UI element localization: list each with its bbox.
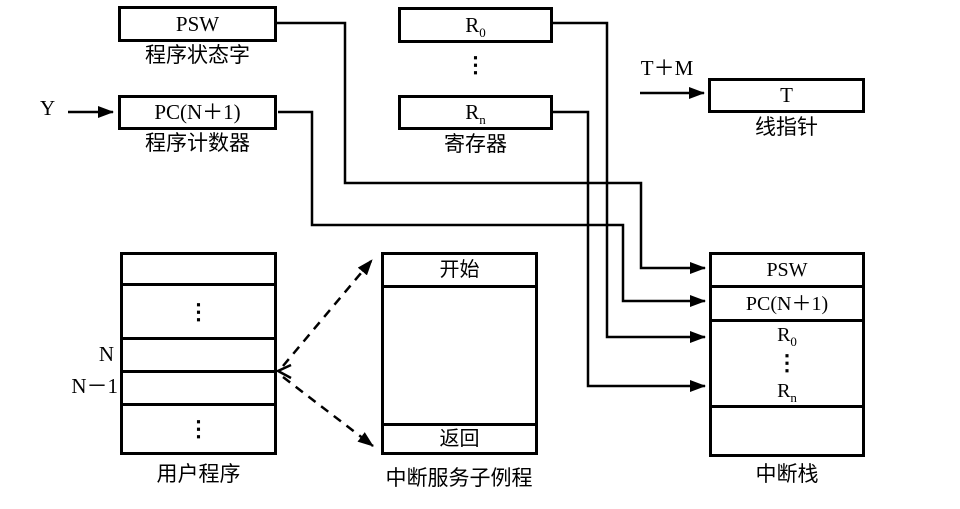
isr-return-label: 返回 bbox=[439, 428, 480, 450]
r0-box: R0 bbox=[398, 7, 553, 43]
psw-caption: 程序状态字 bbox=[145, 43, 250, 67]
stack-reg-rn: Rn bbox=[777, 380, 797, 405]
return-arrowhead bbox=[275, 363, 292, 380]
isr-caption: 中断服务子例程 bbox=[385, 466, 533, 490]
r0-to-stack-wire bbox=[553, 21, 706, 343]
pc-box: PC(N＋1) bbox=[118, 95, 277, 130]
y-label: Y bbox=[40, 96, 56, 120]
row-divider bbox=[712, 319, 862, 322]
stack-slot-psw: PSW bbox=[766, 259, 808, 281]
pc-label: PC(N＋1) bbox=[154, 100, 241, 124]
stack-pointer-caption: 线指针 bbox=[755, 115, 818, 139]
interrupt-stack-caption: 中断栈 bbox=[755, 462, 819, 486]
registers-caption: 寄存器 bbox=[444, 132, 507, 156]
isr-start-label: 开始 bbox=[439, 259, 480, 281]
user-dots-bottom: ⋮ bbox=[187, 416, 210, 441]
r0-label: R0 bbox=[465, 12, 486, 40]
pc-to-stack-wire bbox=[278, 110, 706, 307]
user-dots-top: ⋮ bbox=[187, 298, 210, 324]
tm-label: T＋M bbox=[640, 56, 694, 80]
interrupt-stack-box: PSW PC(N＋1) R0 ⋮ Rn bbox=[709, 252, 865, 457]
row-divider bbox=[123, 283, 274, 286]
row-divider bbox=[712, 405, 862, 408]
pc-caption: 程序计数器 bbox=[145, 131, 250, 155]
n-label: N bbox=[98, 342, 114, 366]
stack-slot-pc: PC(N＋1) bbox=[745, 292, 829, 315]
psw-box: PSW bbox=[118, 6, 277, 42]
rn-box: Rn bbox=[398, 95, 553, 130]
row-divider bbox=[123, 370, 274, 373]
t-box: T bbox=[708, 78, 865, 113]
call-dashed-arrow bbox=[282, 259, 373, 367]
return-dashed-arrow bbox=[282, 376, 374, 447]
row-divider bbox=[384, 285, 535, 288]
stack-reg-dots: ⋮ bbox=[776, 350, 798, 375]
user-program-caption: 用户程序 bbox=[156, 462, 241, 486]
isr-box: 开始 返回 bbox=[381, 252, 538, 455]
stack-reg-r0: R0 bbox=[777, 324, 797, 349]
psw-label: PSW bbox=[175, 11, 220, 36]
row-divider bbox=[384, 423, 535, 426]
registers-dots: ⋮ bbox=[464, 52, 487, 77]
row-divider bbox=[123, 337, 274, 340]
rn-to-stack-wire bbox=[553, 110, 706, 392]
rn-label: Rn bbox=[465, 100, 486, 128]
row-divider bbox=[712, 285, 862, 288]
t-label: T bbox=[780, 83, 793, 107]
n-minus-1-label: N－1 bbox=[71, 374, 118, 398]
psw-to-stack-wire bbox=[277, 21, 706, 274]
row-divider bbox=[123, 403, 274, 406]
user-program-box: ⋮ ⋮ bbox=[120, 252, 277, 455]
